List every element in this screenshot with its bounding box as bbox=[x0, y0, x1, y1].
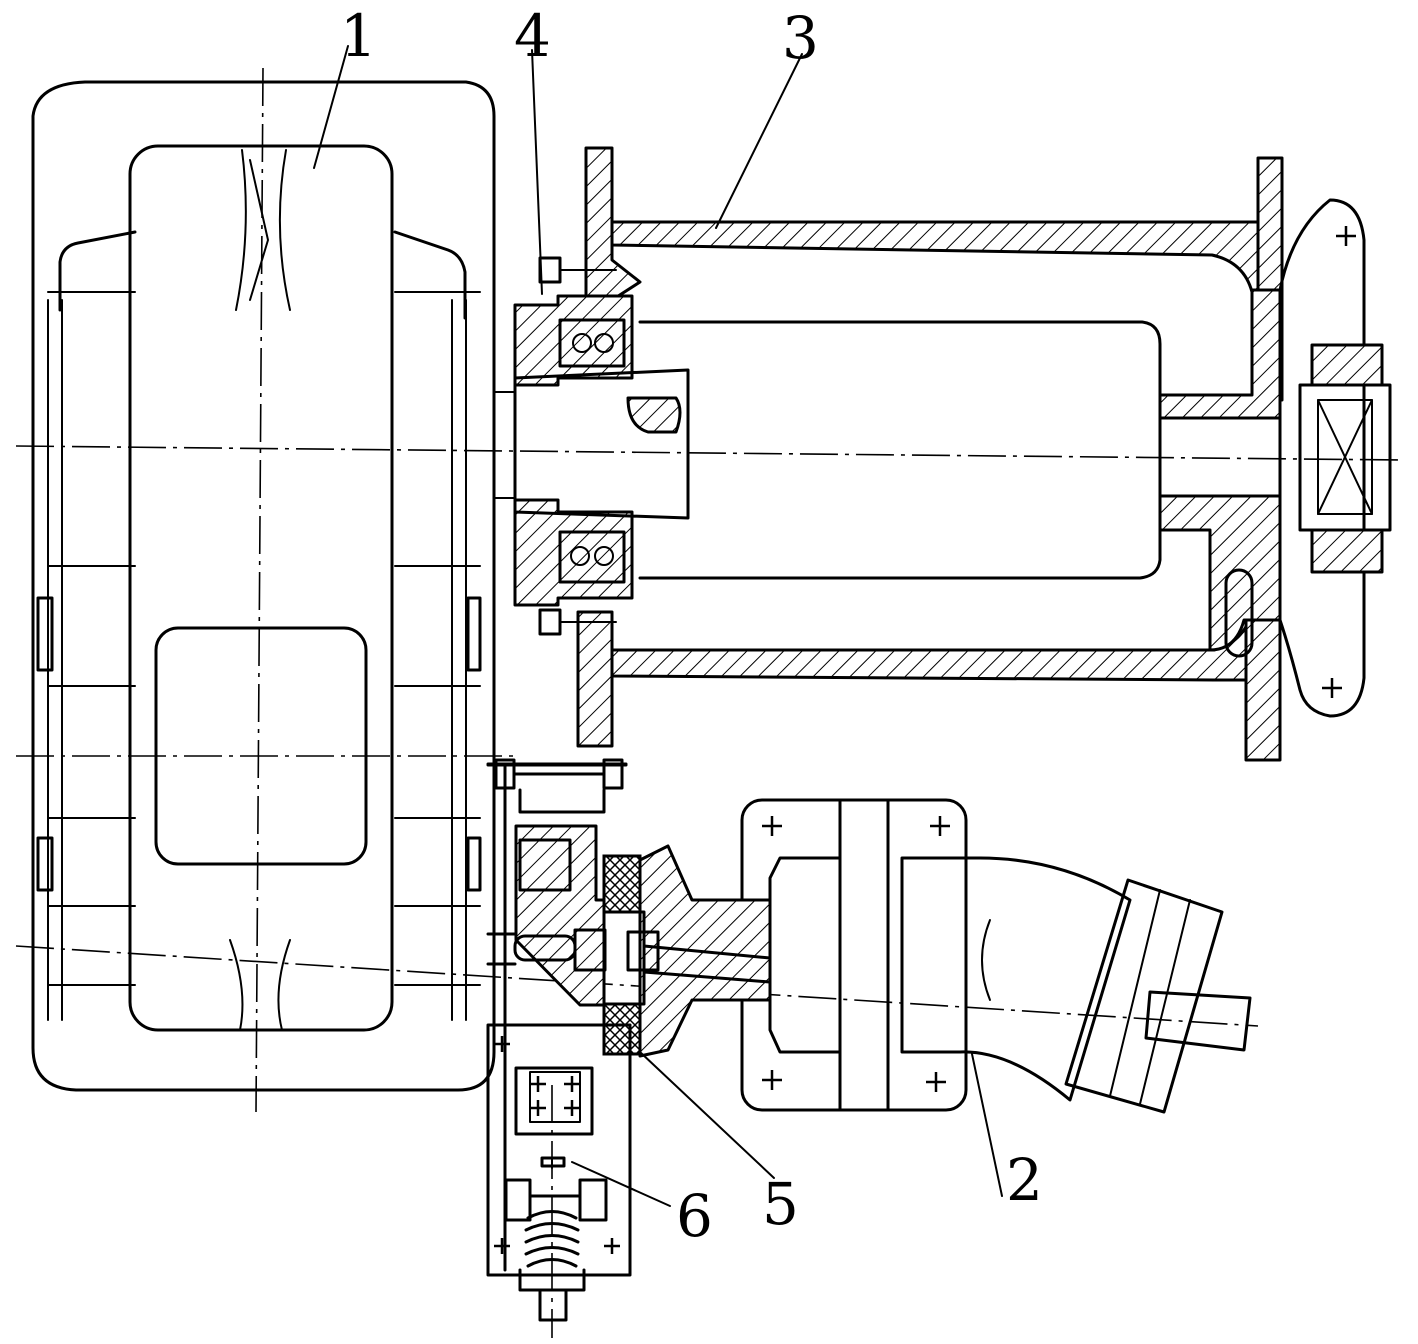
part-label-1: 1 bbox=[340, 2, 377, 70]
centerlines bbox=[15, 67, 1401, 1338]
drum-end-support bbox=[1278, 198, 1392, 718]
part-label-3: 3 bbox=[782, 4, 819, 72]
hydraulic-motor bbox=[740, 798, 1252, 1114]
part-label-5: 5 bbox=[762, 1170, 799, 1238]
reducer-gear-wheel bbox=[128, 144, 394, 1032]
leader-lines bbox=[313, 45, 1003, 1207]
winch-drum bbox=[576, 146, 1284, 762]
reducer-housing bbox=[31, 80, 496, 1092]
elastic-coupling bbox=[598, 844, 772, 1058]
part-label-4: 4 bbox=[514, 2, 551, 70]
part-label-2: 2 bbox=[1006, 1146, 1043, 1214]
brake-drum bbox=[486, 758, 628, 1272]
brake-spring-assembly bbox=[486, 1023, 632, 1322]
drum-bearing-coupling bbox=[494, 256, 690, 636]
part-label-6: 6 bbox=[676, 1182, 713, 1250]
